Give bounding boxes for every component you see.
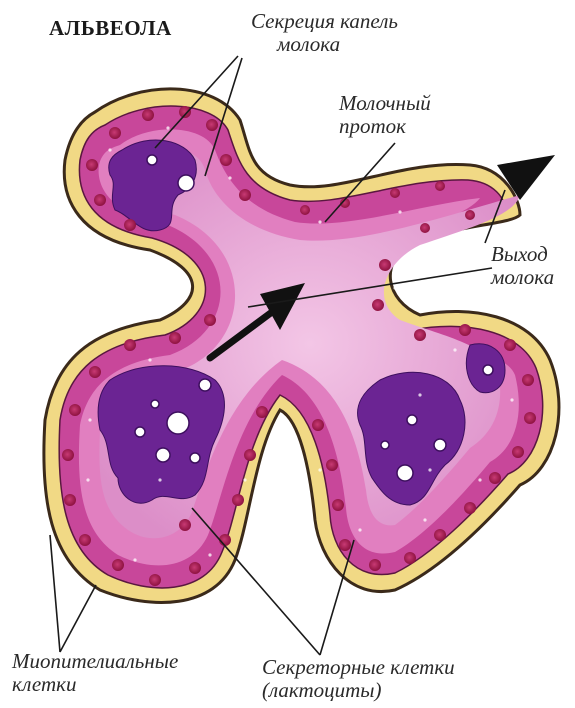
secretory-cells-label-line-2: (лактоциты)	[262, 679, 455, 702]
diagram-title: АЛЬВЕОЛА	[49, 17, 172, 40]
secretion-label-line-1: Секреция капель	[251, 10, 398, 33]
duct-label: Молочный проток	[339, 92, 431, 137]
duct-label-line-1: Молочный	[339, 92, 431, 115]
myoepithelial-label-line-1: Миопителиальные	[12, 650, 178, 673]
secretory-cells-label: Секреторные клетки (лактоциты)	[262, 656, 455, 701]
myoepithelial-label: Миопителиальные клетки	[12, 650, 178, 695]
secretion-label: Секреция капель молока	[251, 10, 398, 55]
secretory-cells-label-line-1: Секреторные клетки	[262, 656, 455, 679]
milk-exit-label-line-2: молока	[491, 266, 554, 289]
milk-exit-label: Выход молока	[491, 243, 554, 288]
myoepithelial-label-line-2: клетки	[12, 673, 178, 696]
secretion-label-line-2: молока	[251, 33, 398, 56]
milk-exit-label-line-1: Выход	[491, 243, 554, 266]
duct-label-line-2: проток	[339, 115, 431, 138]
